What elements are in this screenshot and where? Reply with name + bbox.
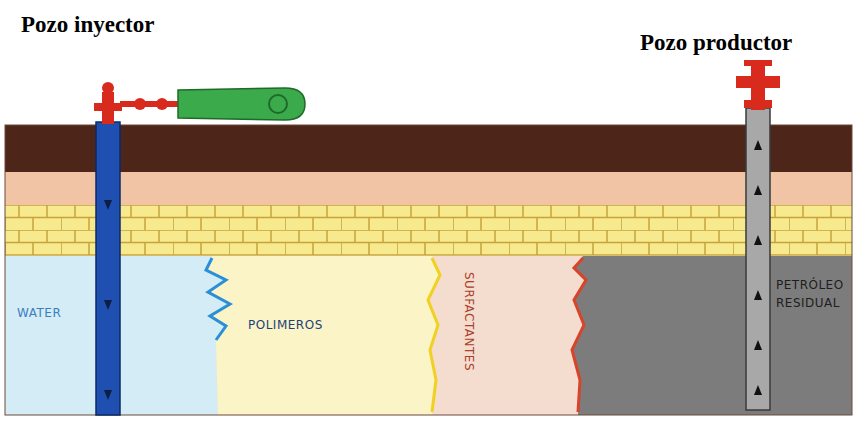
well-title: Pozo inyector (21, 12, 154, 38)
injection-pump (178, 88, 305, 120)
flow-arrows (104, 200, 112, 400)
zone-label: WATER (17, 306, 61, 320)
water-front (206, 258, 230, 340)
clay-layer (5, 172, 852, 205)
injector-well: Pozo inyector (15, 8, 225, 48)
producer-well: Pozo productor (636, 26, 852, 66)
water-zone-band: WATER (5, 256, 210, 415)
flow-arrows (754, 140, 762, 395)
zone-label: SURFACTANTES (462, 272, 476, 371)
zone-label: PETRÓLEO RESIDUAL (776, 276, 850, 312)
topsoil-layer (5, 125, 852, 172)
polymer-zone (206, 256, 440, 415)
polymer-front (428, 258, 440, 412)
surfactant-front (572, 258, 586, 412)
polymer-zone-band: POLIMEROS (218, 256, 432, 415)
surfactant-zone-band: SURFACTANTES (438, 256, 578, 415)
layer-boundary (5, 254, 852, 256)
reservoir-layer (5, 256, 852, 415)
well-title: Pozo productor (640, 30, 792, 56)
oil-zone-band: PETRÓLEO RESIDUAL (586, 256, 852, 415)
limestone-layer (5, 205, 852, 255)
producer-wellhead (736, 60, 780, 110)
section-border (5, 125, 852, 415)
oil-zone (572, 256, 852, 415)
zone-label: POLIMEROS (248, 318, 323, 332)
injector-pipe (96, 122, 120, 415)
producer-pipe (746, 108, 770, 410)
injector-wellhead (94, 82, 180, 124)
